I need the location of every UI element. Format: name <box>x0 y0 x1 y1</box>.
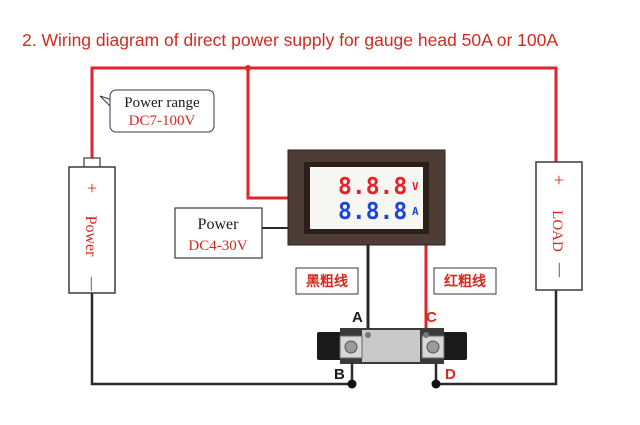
diagram-title: 2. Wiring diagram of direct power supply… <box>22 30 559 50</box>
battery-plus: + <box>87 178 97 198</box>
black-wire-battery-minus <box>90 293 354 386</box>
terminal-a: A <box>352 309 363 326</box>
red-wire-meter-feed <box>246 68 294 200</box>
amp-digits: 8.8.8 <box>338 199 407 225</box>
black-wire-label-box <box>295 267 359 295</box>
volt-unit: V <box>412 180 419 193</box>
meter-display <box>310 167 423 229</box>
terminal-b: B <box>334 366 345 383</box>
volt-digits: 8.8.8 <box>338 174 407 200</box>
terminal-c: C <box>426 309 437 326</box>
meter-power-label: Power <box>198 216 240 233</box>
load-box <box>535 161 583 291</box>
amp-unit: A <box>412 205 419 218</box>
junction-dot-d <box>431 379 441 389</box>
battery-minus: — <box>84 276 99 292</box>
red-wire-main <box>90 66 558 162</box>
black-wire-load-minus <box>434 290 558 386</box>
load-plus: + <box>554 170 564 190</box>
terminal-d: D <box>445 366 456 383</box>
meter-power-box <box>174 207 263 259</box>
load-minus: — <box>552 262 567 278</box>
battery-label: Power <box>82 216 99 258</box>
junction-dot-b <box>347 379 357 389</box>
red-wire-label: 红粗线 <box>444 273 486 290</box>
shunt-resistor <box>317 328 467 364</box>
red-wire-label-box <box>433 267 497 295</box>
battery <box>68 166 116 294</box>
power-range-label: Power range <box>124 95 200 111</box>
power-range-callout <box>109 89 215 133</box>
power-range-value: DC7-100V <box>129 113 196 129</box>
callout-arrow <box>99 95 113 109</box>
junction-dot <box>245 65 251 71</box>
load-label: LOAD <box>549 210 565 252</box>
meter-power-value: DC4-30V <box>188 238 247 254</box>
black-wire-label: 黑粗线 <box>306 273 348 290</box>
